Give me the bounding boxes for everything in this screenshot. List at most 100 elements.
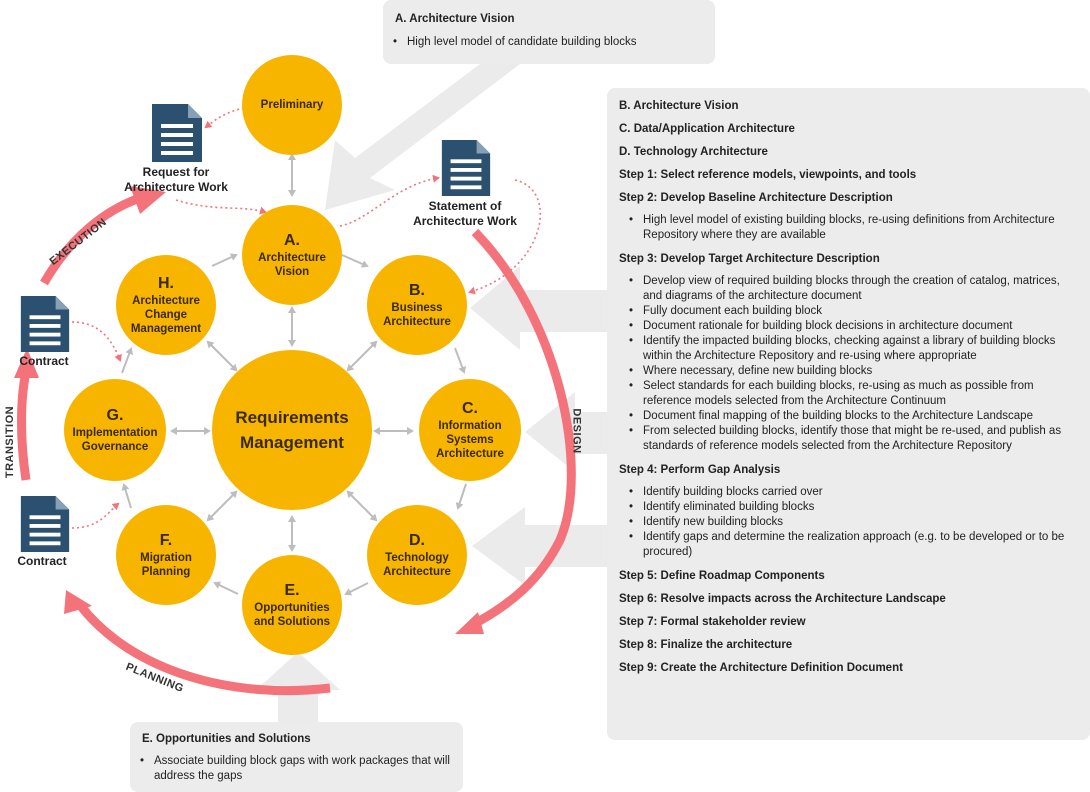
connector-center-f xyxy=(206,490,238,522)
step-line: Step 7: Formal stakeholder review xyxy=(619,616,806,628)
panel-steps: B. Architecture Vision C. Data/Applicati… xyxy=(607,88,1090,740)
node-letter: B. xyxy=(409,282,425,299)
connector-center-h xyxy=(206,340,238,372)
panel-title: A. Architecture Vision xyxy=(395,13,515,25)
node-title: Migration Planning xyxy=(140,552,192,578)
list-item: Select standards for each building block… xyxy=(619,379,1079,409)
list-item: Identify eliminated building blocks xyxy=(619,500,1079,515)
connector-c-d xyxy=(455,483,467,510)
connector-h-a xyxy=(211,253,238,267)
list-item: High level model of candidate building b… xyxy=(383,35,703,50)
step3-bullets: Develop view of required building blocks… xyxy=(619,274,1079,454)
node-g[interactable]: G. Implementation Governance xyxy=(64,379,166,481)
cycle-arrowhead-transition xyxy=(14,348,39,378)
node-title: Opportunities and Solutions xyxy=(253,602,331,628)
step4-bullets: Identify building blocks carried over Id… xyxy=(619,485,1079,560)
cycle-arrow-transition xyxy=(17,371,31,481)
contract-label: Contract xyxy=(17,554,67,568)
node-letter: C. xyxy=(462,400,478,417)
node-preliminary[interactable]: Preliminary xyxy=(242,55,342,155)
document-icon xyxy=(441,140,491,196)
list-item: Identify building blocks carried over xyxy=(619,485,1079,500)
connector-b-c xyxy=(454,347,466,374)
node-title: Requirements Management xyxy=(235,408,349,452)
pointer-arrow-right-3 xyxy=(472,507,607,585)
step-line: Step 3: Develop Target Architecture Desc… xyxy=(619,253,880,265)
node-title: Architecture Vision xyxy=(258,252,326,278)
connector-d-e xyxy=(344,582,369,596)
phase-label-design: DESIGN xyxy=(570,408,583,454)
cycle-arrows xyxy=(17,193,576,696)
step2-bullets: High level model of existing building bl… xyxy=(619,213,1079,243)
panel-bullets: Associate building block gaps with work … xyxy=(130,754,455,784)
connector-center-b xyxy=(346,340,378,372)
node-letter: E. xyxy=(284,582,300,599)
connector-e-f xyxy=(213,581,239,595)
node-letter: H. xyxy=(158,275,174,292)
step-line: Step 8: Finalize the architecture xyxy=(619,639,793,651)
list-item: Document final mapping of the building b… xyxy=(619,409,1079,424)
cycle-arrowheads xyxy=(14,186,484,634)
node-title: Implementation Governance xyxy=(72,427,158,453)
node-a[interactable]: A. Architecture Vision xyxy=(242,205,342,305)
panel-architecture-vision: A. Architecture Vision High level model … xyxy=(383,0,715,64)
node-h[interactable]: H. Architecture Change Management xyxy=(116,255,216,355)
node-letter: F. xyxy=(159,532,173,549)
panel-opportunities-solutions: E. Opportunities and Solutions Associate… xyxy=(130,722,463,792)
node-title: Architecture Change Management xyxy=(130,295,202,335)
cycle-arrowhead-execution xyxy=(130,186,166,214)
list-item: High level model of existing building bl… xyxy=(619,213,1079,243)
node-requirements-management[interactable]: Requirements Management xyxy=(212,350,372,510)
panel-bullets: High level model of candidate building b… xyxy=(383,35,703,50)
node-d[interactable]: D. Technology Architecture xyxy=(367,505,467,605)
panel-title: E. Opportunities and Solutions xyxy=(142,733,311,745)
cycle-arrowhead-planning xyxy=(64,590,92,614)
statement-label: Statement of Architecture Work xyxy=(413,199,517,228)
node-title: Business Architecture xyxy=(383,302,451,328)
node-title: Preliminary xyxy=(260,99,324,111)
list-item: From selected building blocks, identify … xyxy=(619,424,1079,454)
list-item: Document rationale for building block de… xyxy=(619,319,1079,334)
connector-f-g xyxy=(121,483,132,509)
link-a-statement xyxy=(339,174,440,227)
link-preliminary-request xyxy=(204,107,245,129)
connector-center-d xyxy=(346,490,378,522)
step-line: B. Architecture Vision xyxy=(619,100,739,112)
pointer-arrow-right-1 xyxy=(470,266,607,350)
connector-a-b xyxy=(341,254,369,268)
step-line: Step 1: Select reference models, viewpoi… xyxy=(619,169,917,181)
document-icon xyxy=(152,104,202,162)
phase-label-transition: TRANSITION xyxy=(4,405,17,479)
list-item: Fully document each building block xyxy=(619,304,1079,319)
connector-g-h xyxy=(121,347,133,374)
step-line: D. Technology Architecture xyxy=(619,146,768,158)
cycle-arrow-planning xyxy=(76,602,331,696)
node-c[interactable]: C. Information Systems Architecture xyxy=(419,379,521,481)
cycle-arrow-execution xyxy=(40,193,142,286)
list-item: Associate building block gaps with work … xyxy=(130,754,455,784)
node-f[interactable]: F. Migration Planning xyxy=(116,505,216,605)
step-line: Step 2: Develop Baseline Architecture De… xyxy=(619,192,893,204)
node-b[interactable]: B. Business Architecture xyxy=(367,255,467,355)
link-statement-b xyxy=(468,179,541,295)
step-line: Step 4: Perform Gap Analysis xyxy=(619,464,781,476)
cycle-arrowhead-design xyxy=(455,612,484,634)
pointer-arrow-top xyxy=(325,64,520,210)
node-connectors xyxy=(121,153,467,596)
node-e[interactable]: E. Opportunities and Solutions xyxy=(242,555,342,655)
list-item: Where necessary, define new building blo… xyxy=(619,364,1079,379)
cycle-arrow-design xyxy=(469,228,576,629)
document-links xyxy=(71,107,541,529)
step-line: Step 6: Resolve impacts across the Archi… xyxy=(619,593,946,605)
node-title: Technology Architecture xyxy=(383,552,451,578)
node-letter: G. xyxy=(106,407,124,424)
document-icon xyxy=(20,296,70,352)
request-label: Request for Architecture Work xyxy=(124,165,228,194)
list-item: Develop view of required building blocks… xyxy=(619,274,1079,304)
document-icon xyxy=(20,496,70,552)
step-line: C. Data/Application Architecture xyxy=(619,123,795,135)
link-request-a xyxy=(175,199,267,215)
step-line: Step 9: Create the Architecture Definiti… xyxy=(619,662,903,674)
list-item: Identify new building blocks xyxy=(619,515,1079,530)
